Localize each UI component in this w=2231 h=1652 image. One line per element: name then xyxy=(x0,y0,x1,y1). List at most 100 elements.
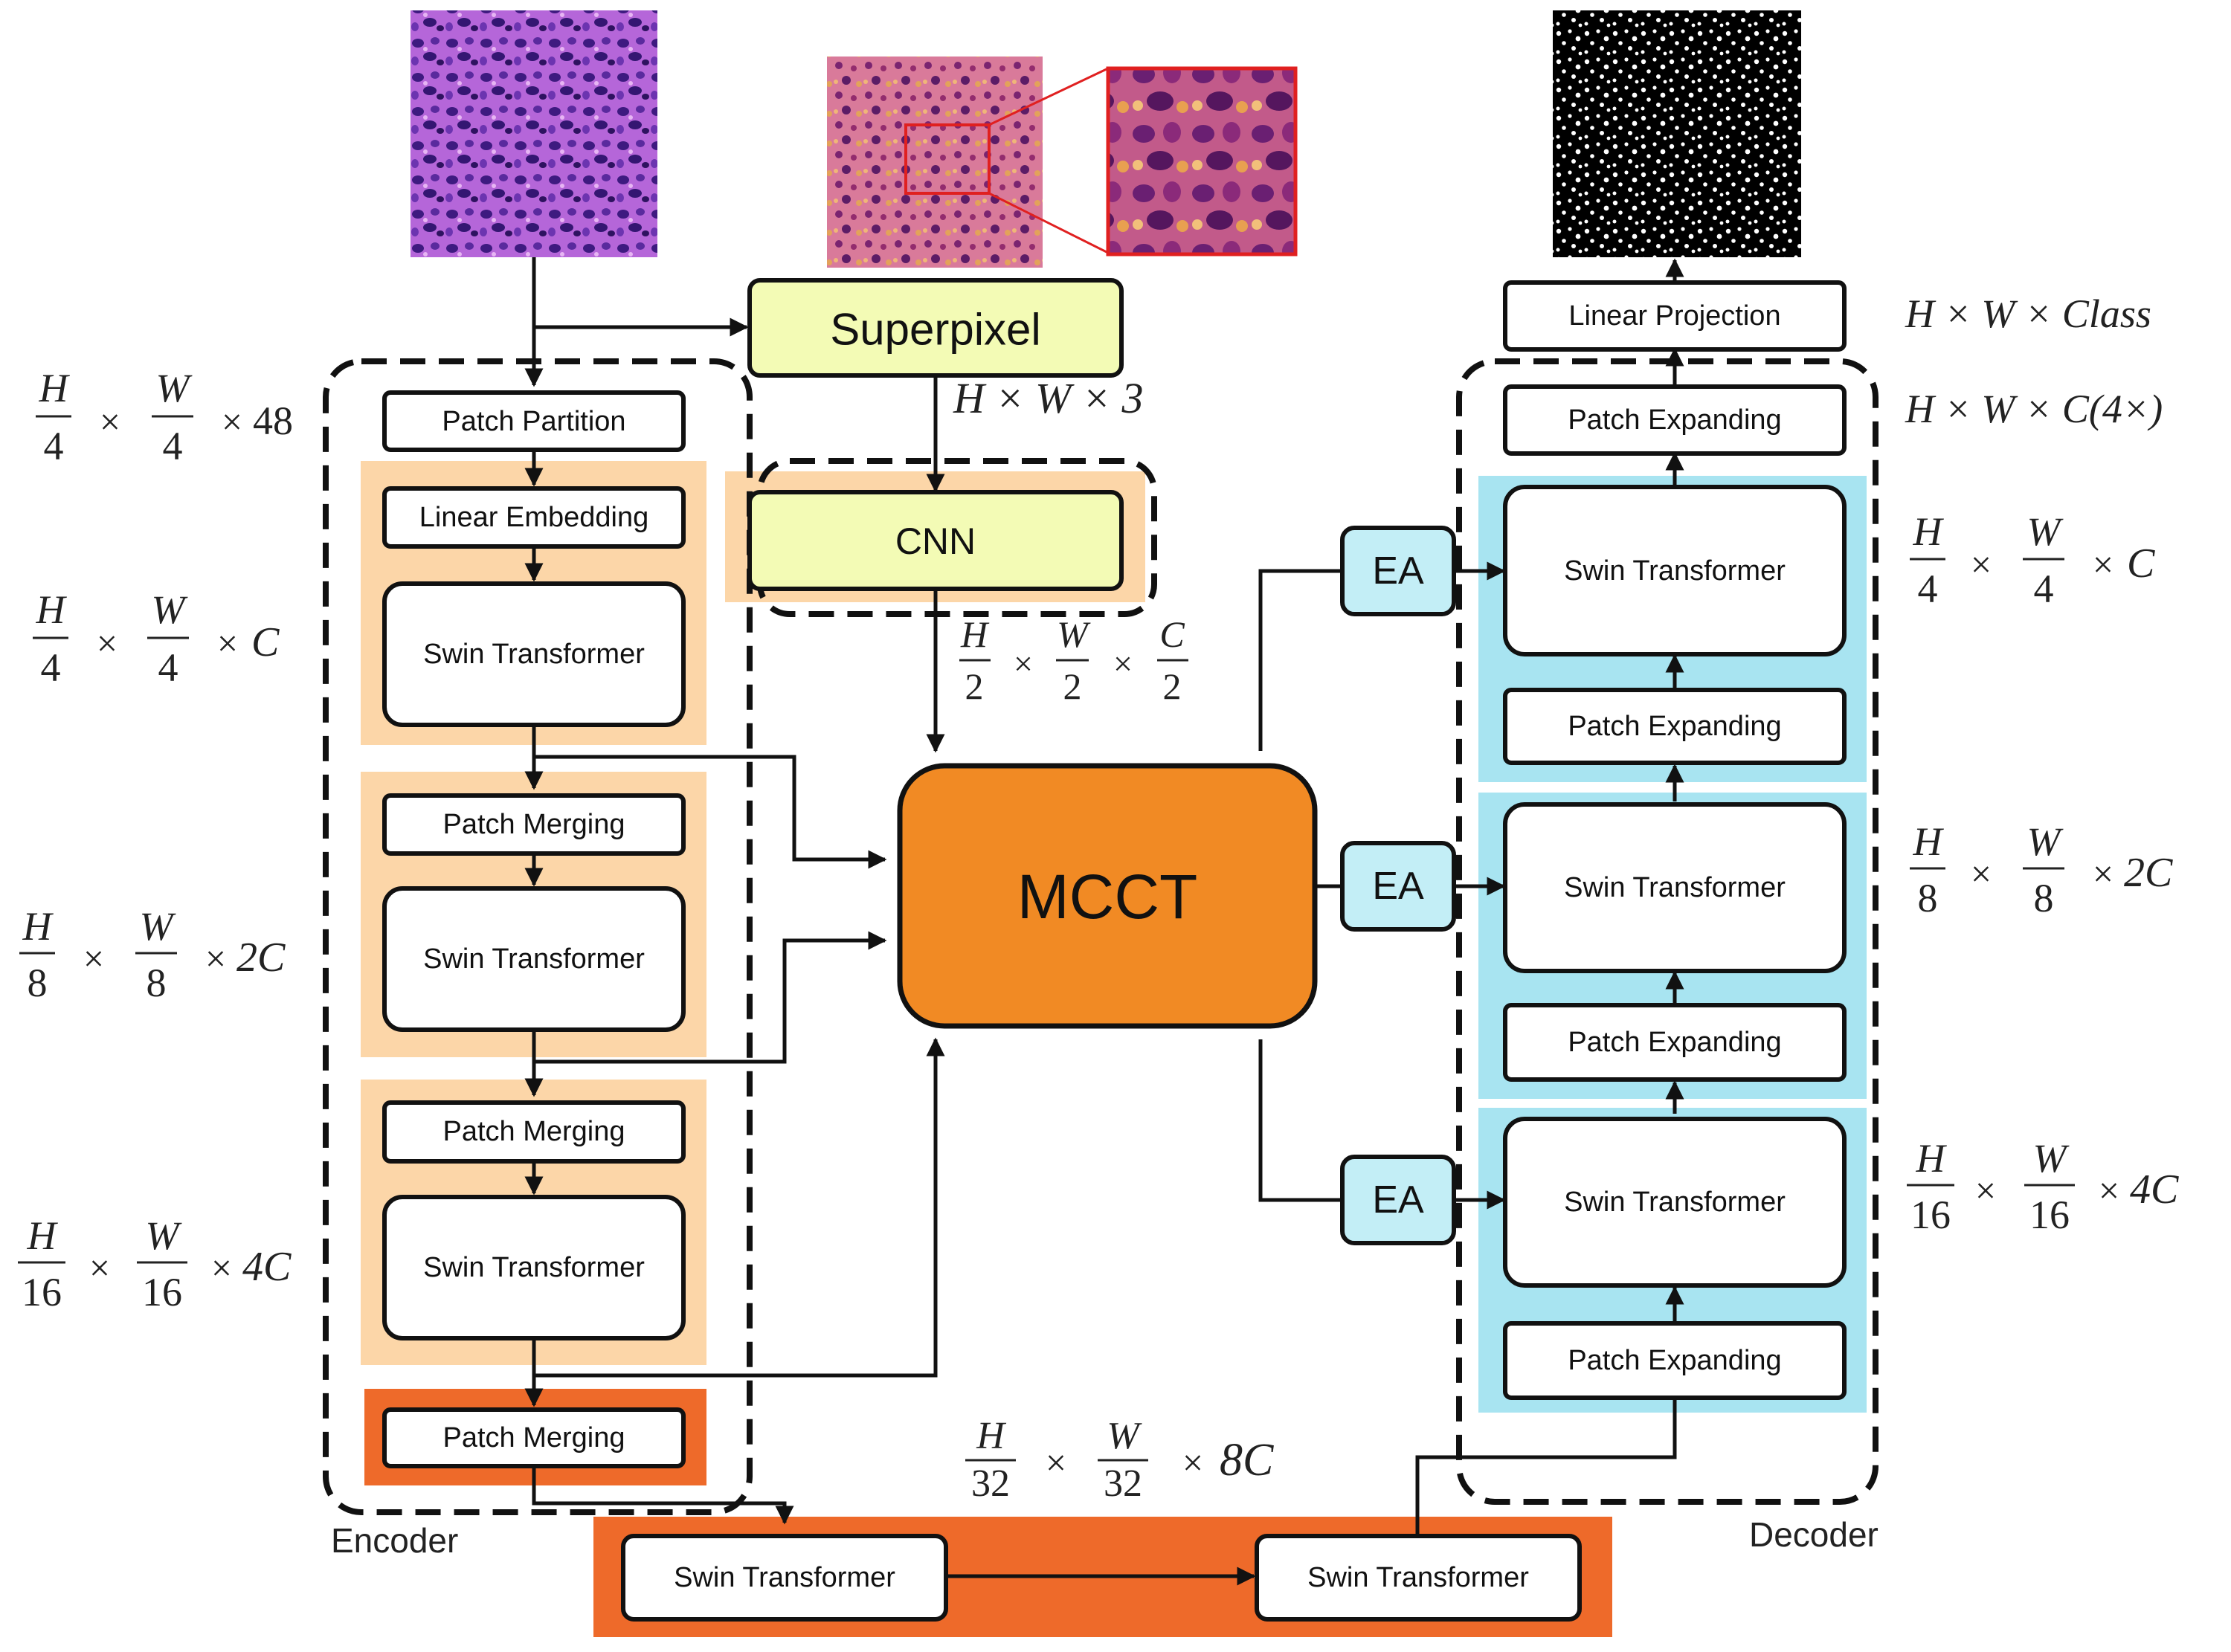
svg-text:W: W xyxy=(152,587,189,632)
bottleneck-swin-transformer-1-label: Swin Transformer xyxy=(674,1562,895,1593)
svg-text:4C: 4C xyxy=(2130,1167,2179,1213)
svg-text:×: × xyxy=(2099,1169,2119,1211)
svg-text:W: W xyxy=(146,1213,183,1258)
ea-block-1 xyxy=(1340,526,1456,616)
patch-merging-1-box xyxy=(382,793,686,856)
decoder-stage1-dim: H 4 × W 4 × C xyxy=(1910,509,2155,611)
svg-text:×: × xyxy=(1971,853,1992,894)
svg-text:W: W xyxy=(156,366,193,410)
svg-text:32: 32 xyxy=(971,1462,1010,1505)
svg-text:×: × xyxy=(211,1247,232,1288)
svg-text:×: × xyxy=(1014,645,1033,683)
bottleneck-swin-transformer-2-label: Swin Transformer xyxy=(1307,1562,1529,1593)
ea-block-2-label: EA xyxy=(1372,865,1424,908)
ea-block-3-label: EA xyxy=(1372,1178,1424,1222)
encoder-swin-transformer-1-box xyxy=(382,581,686,727)
svg-text:C: C xyxy=(251,619,280,665)
mcct-box xyxy=(897,763,1318,1029)
encoder-stage3-dim: H 16 × W 16 × 4C xyxy=(18,1213,292,1314)
svg-text:W: W xyxy=(2027,509,2064,554)
patch-merging-3-box xyxy=(382,1407,686,1468)
svg-text:2C: 2C xyxy=(2124,850,2173,896)
svg-text:H: H xyxy=(27,1213,59,1258)
encoder-swin-transformer-1-label: Swin Transformer xyxy=(423,639,645,670)
patch-merging-1-label: Patch Merging xyxy=(442,809,625,840)
svg-text:16: 16 xyxy=(142,1270,182,1314)
encoder-swin-transformer-2-box xyxy=(382,886,686,1032)
svg-text:16: 16 xyxy=(2029,1193,2070,1237)
zoomed-histology-image xyxy=(1106,66,1298,256)
decoder-swin-transformer-2-box xyxy=(1503,802,1847,973)
superpixel-box xyxy=(747,278,1124,378)
decoder-stage3-dim: H 16 × W 16 × 4C xyxy=(1907,1136,2179,1237)
cnn-box xyxy=(747,490,1124,591)
svg-text:W: W xyxy=(2027,819,2064,864)
patch-partition-box xyxy=(382,390,686,452)
encoder-title: Encoder xyxy=(331,1521,458,1560)
svg-text:4: 4 xyxy=(163,424,183,468)
svg-text:H: H xyxy=(976,1415,1006,1457)
svg-text:4: 4 xyxy=(1918,567,1938,611)
decoder-swin-transformer-2-label: Swin Transformer xyxy=(1564,872,1786,903)
svg-text:2: 2 xyxy=(1163,665,1182,707)
decoder-swin-transformer-3-box xyxy=(1503,1117,1847,1288)
svg-text:×: × xyxy=(89,1247,110,1288)
svg-text:2C: 2C xyxy=(236,935,286,981)
patch-merging-2-label: Patch Merging xyxy=(442,1116,625,1147)
svg-text:48: 48 xyxy=(253,399,293,443)
bottleneck-swin-transformer-2-box xyxy=(1255,1534,1582,1622)
input-histology-image xyxy=(411,10,657,257)
svg-text:W: W xyxy=(2033,1136,2070,1181)
encoder-swin-transformer-2-label: Swin Transformer xyxy=(423,943,645,975)
linear-embedding-box xyxy=(382,486,686,549)
patch-expanding-2-box xyxy=(1503,1003,1847,1082)
svg-text:4: 4 xyxy=(41,645,61,690)
ea-block-2 xyxy=(1340,841,1456,932)
linear-embedding-label: Linear Embedding xyxy=(419,502,648,533)
superpixel-region-highlight xyxy=(904,123,991,195)
svg-text:×: × xyxy=(83,938,104,979)
svg-text:×: × xyxy=(1046,1442,1066,1483)
svg-text:×: × xyxy=(1975,1169,1996,1211)
patch-expanding-final-box xyxy=(1503,384,1847,456)
svg-text:H: H xyxy=(1913,819,1945,864)
projection-output-dim: H × W × Class xyxy=(1905,291,2151,336)
svg-text:H: H xyxy=(1916,1136,1948,1181)
svg-text:4: 4 xyxy=(158,645,178,690)
svg-text:H: H xyxy=(960,613,990,655)
ea-block-3 xyxy=(1340,1155,1456,1245)
expand-output-dim: H × W × C(4×) xyxy=(1905,387,2163,431)
decoder-swin-transformer-1-label: Swin Transformer xyxy=(1564,555,1786,587)
bottleneck-swin-transformer-1-box xyxy=(621,1534,948,1622)
svg-text:8C: 8C xyxy=(1220,1435,1274,1485)
patch-merging-3-label: Patch Merging xyxy=(442,1422,625,1453)
svg-text:8: 8 xyxy=(28,961,48,1005)
svg-text:×: × xyxy=(217,622,238,664)
svg-text:4: 4 xyxy=(2034,567,2054,611)
patch-merging-2-box xyxy=(382,1100,686,1164)
svg-text:8: 8 xyxy=(147,961,167,1005)
svg-text:8: 8 xyxy=(2034,876,2054,920)
svg-text:W: W xyxy=(140,904,177,949)
patch-expanding-1-box xyxy=(1503,688,1847,765)
patch-expanding-3-label: Patch Expanding xyxy=(1568,1345,1781,1376)
cnn-label: CNN xyxy=(895,520,976,562)
patch-partition-label: Patch Partition xyxy=(442,406,625,437)
encoder-swin-transformer-3-label: Swin Transformer xyxy=(423,1252,645,1283)
encoder-dashed-outline xyxy=(323,358,753,1515)
encoder-stage2-dim: H 8 × W 8 × 2C xyxy=(19,904,286,1005)
svg-text:×: × xyxy=(205,938,226,979)
bottleneck-dim: H 32 × W 32 × 8C xyxy=(965,1415,1274,1505)
encoder-partition-dim: H 4 × W 4 × 48 xyxy=(36,366,293,468)
superpixel-output-dim: H × W × 3 xyxy=(953,374,1143,422)
ea-block-1-label: EA xyxy=(1372,549,1424,593)
decoder-swin-transformer-1-box xyxy=(1503,485,1847,656)
svg-text:×: × xyxy=(1113,645,1133,683)
superpixel-label: Superpixel xyxy=(830,305,1041,355)
connectors xyxy=(524,257,1684,1586)
patch-expanding-3-box xyxy=(1503,1321,1847,1400)
decoder-stage2-dim: H 8 × W 8 × 2C xyxy=(1910,819,2173,920)
svg-text:16: 16 xyxy=(1910,1193,1951,1237)
svg-text:C: C xyxy=(1159,613,1185,655)
